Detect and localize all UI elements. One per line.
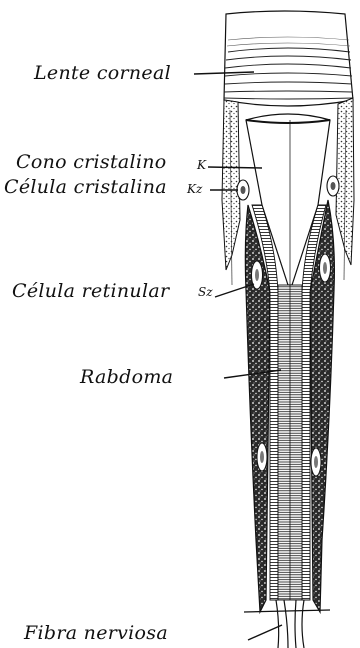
label-celula-cristalina: Célula cristalina [4,176,167,198]
label-lente-corneal: Lente corneal [34,62,171,84]
leader-fibra-nerviosa [248,625,282,640]
leader-cono-cristalino [208,167,262,168]
marker-k: K [197,158,206,172]
marker-sz: Sz [198,285,213,299]
label-cono-cristalino: Cono cristalino [16,151,167,173]
label-rabdoma: Rabdoma [80,366,173,388]
marker-kz: Kz [187,182,202,196]
label-celula-retinular: Célula retinular [12,280,169,302]
corneal-lens [224,11,353,106]
label-fibra-nerviosa: Fibra nerviosa [24,622,168,644]
